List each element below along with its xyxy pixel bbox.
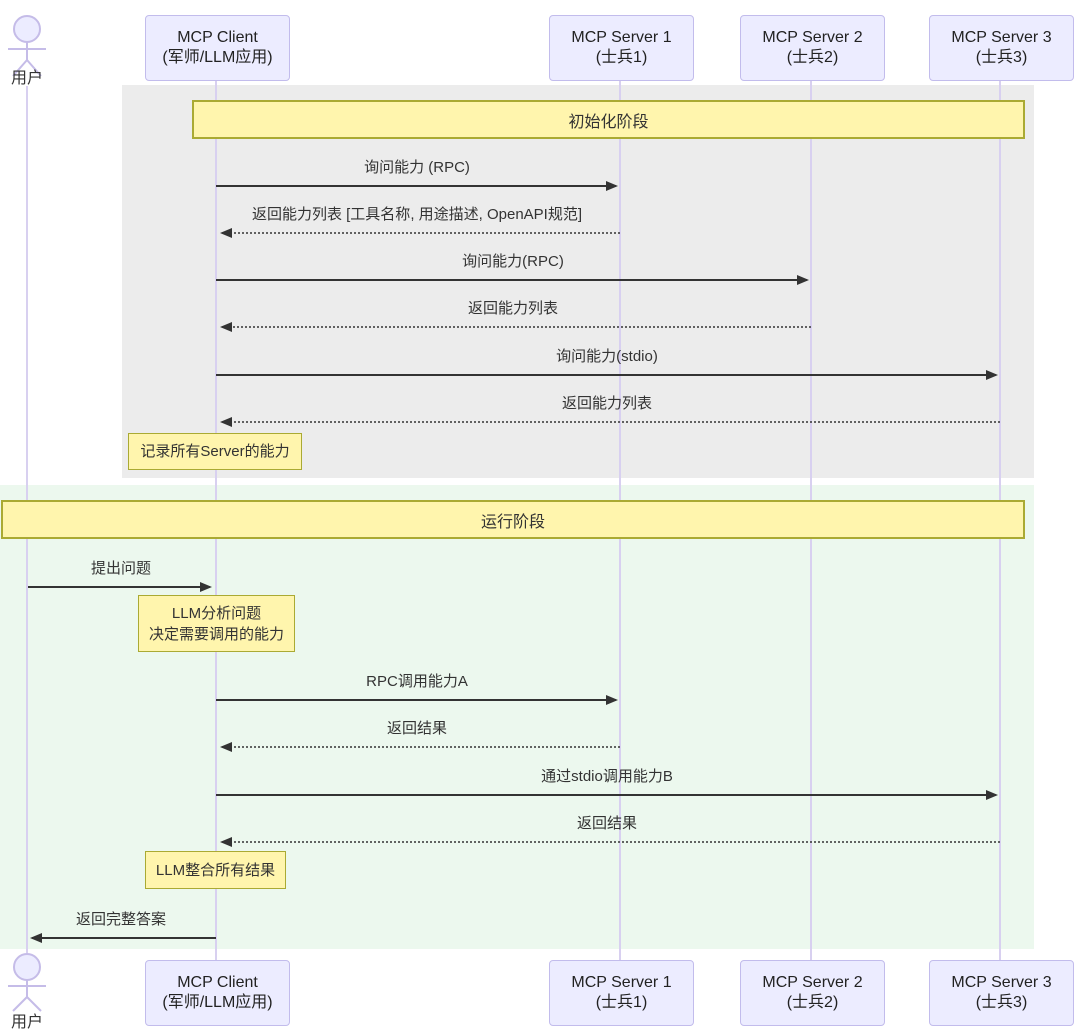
participant-subtitle: (军师/LLM应用) xyxy=(162,994,273,1011)
message-label-7: RPC调用能力A xyxy=(366,673,468,690)
message-label-6: 提出问题 xyxy=(90,560,152,577)
participant-name: MCP Server 1 xyxy=(571,29,672,46)
participant-name: MCP Server 3 xyxy=(951,974,1052,991)
message-label-4: 询问能力(stdio) xyxy=(556,348,658,365)
note-text-line2: 决定需要调用的能力 xyxy=(148,625,284,643)
participant-box-client-top: MCP Client (军师/LLM应用) xyxy=(145,15,290,81)
message-label-0: 询问能力 (RPC) xyxy=(364,159,470,176)
note-llm-merge: LLM整合所有结果 xyxy=(145,851,286,889)
participant-name: MCP Server 2 xyxy=(762,29,863,46)
participant-box-server1-bottom: MCP Server 1 (士兵1) xyxy=(549,960,694,1026)
message-label-9: 通过stdio调用能力B xyxy=(541,768,673,785)
participant-subtitle: (士兵1) xyxy=(595,994,648,1011)
user-actor-icon-top xyxy=(8,15,46,77)
participant-box-server3-top: MCP Server 3 (士兵3) xyxy=(929,15,1074,81)
message-label-5: 返回能力列表 xyxy=(561,395,653,412)
message-label-8: 返回结果 xyxy=(386,720,448,737)
note-text: LLM整合所有结果 xyxy=(155,861,276,879)
init-phase-banner: 初始化阶段 xyxy=(192,100,1025,139)
participant-name: MCP Server 3 xyxy=(951,29,1052,46)
init-phase-background xyxy=(122,85,1034,478)
participant-subtitle: (士兵2) xyxy=(786,994,839,1011)
user-actor-icon-bottom xyxy=(8,953,46,1012)
participant-box-server2-bottom: MCP Server 2 (士兵2) xyxy=(740,960,885,1026)
participant-name: MCP Server 1 xyxy=(571,974,672,991)
init-phase-label: 初始化阶段 xyxy=(568,113,649,131)
user-actor-label-bottom: 用户 xyxy=(10,1014,44,1031)
message-label-10: 返回结果 xyxy=(576,815,638,832)
participant-box-client-bottom: MCP Client (军师/LLM应用) xyxy=(145,960,290,1026)
participant-subtitle: (士兵3) xyxy=(975,994,1028,1011)
participant-box-server1-top: MCP Server 1 (士兵1) xyxy=(549,15,694,81)
message-label-3: 返回能力列表 xyxy=(467,300,559,317)
participant-box-server3-bottom: MCP Server 3 (士兵3) xyxy=(929,960,1074,1026)
participant-name: MCP Client xyxy=(177,29,258,46)
participant-subtitle: (士兵1) xyxy=(595,49,648,66)
participant-subtitle: (军师/LLM应用) xyxy=(162,49,273,66)
participant-name: MCP Server 2 xyxy=(762,974,863,991)
note-text: 记录所有Server的能力 xyxy=(140,443,290,460)
run-phase-label: 运行阶段 xyxy=(480,513,545,531)
message-label-2: 询问能力(RPC) xyxy=(462,253,564,270)
participant-name: MCP Client xyxy=(177,974,258,991)
message-label-1: 返回能力列表 [工具名称, 用途描述, OpenAPI规范] xyxy=(251,206,583,223)
note-record-capabilities: 记录所有Server的能力 xyxy=(128,433,302,470)
message-label-11: 返回完整答案 xyxy=(75,911,167,928)
note-llm-analyze: LLM分析问题 决定需要调用的能力 xyxy=(138,595,295,652)
run-phase-banner: 运行阶段 xyxy=(1,500,1025,539)
participant-subtitle: (士兵3) xyxy=(975,49,1028,66)
user-actor-label-top: 用户 xyxy=(10,70,44,87)
participant-subtitle: (士兵2) xyxy=(786,49,839,66)
participant-box-server2-top: MCP Server 2 (士兵2) xyxy=(740,15,885,81)
note-text-line1: LLM分析问题 xyxy=(171,604,262,622)
